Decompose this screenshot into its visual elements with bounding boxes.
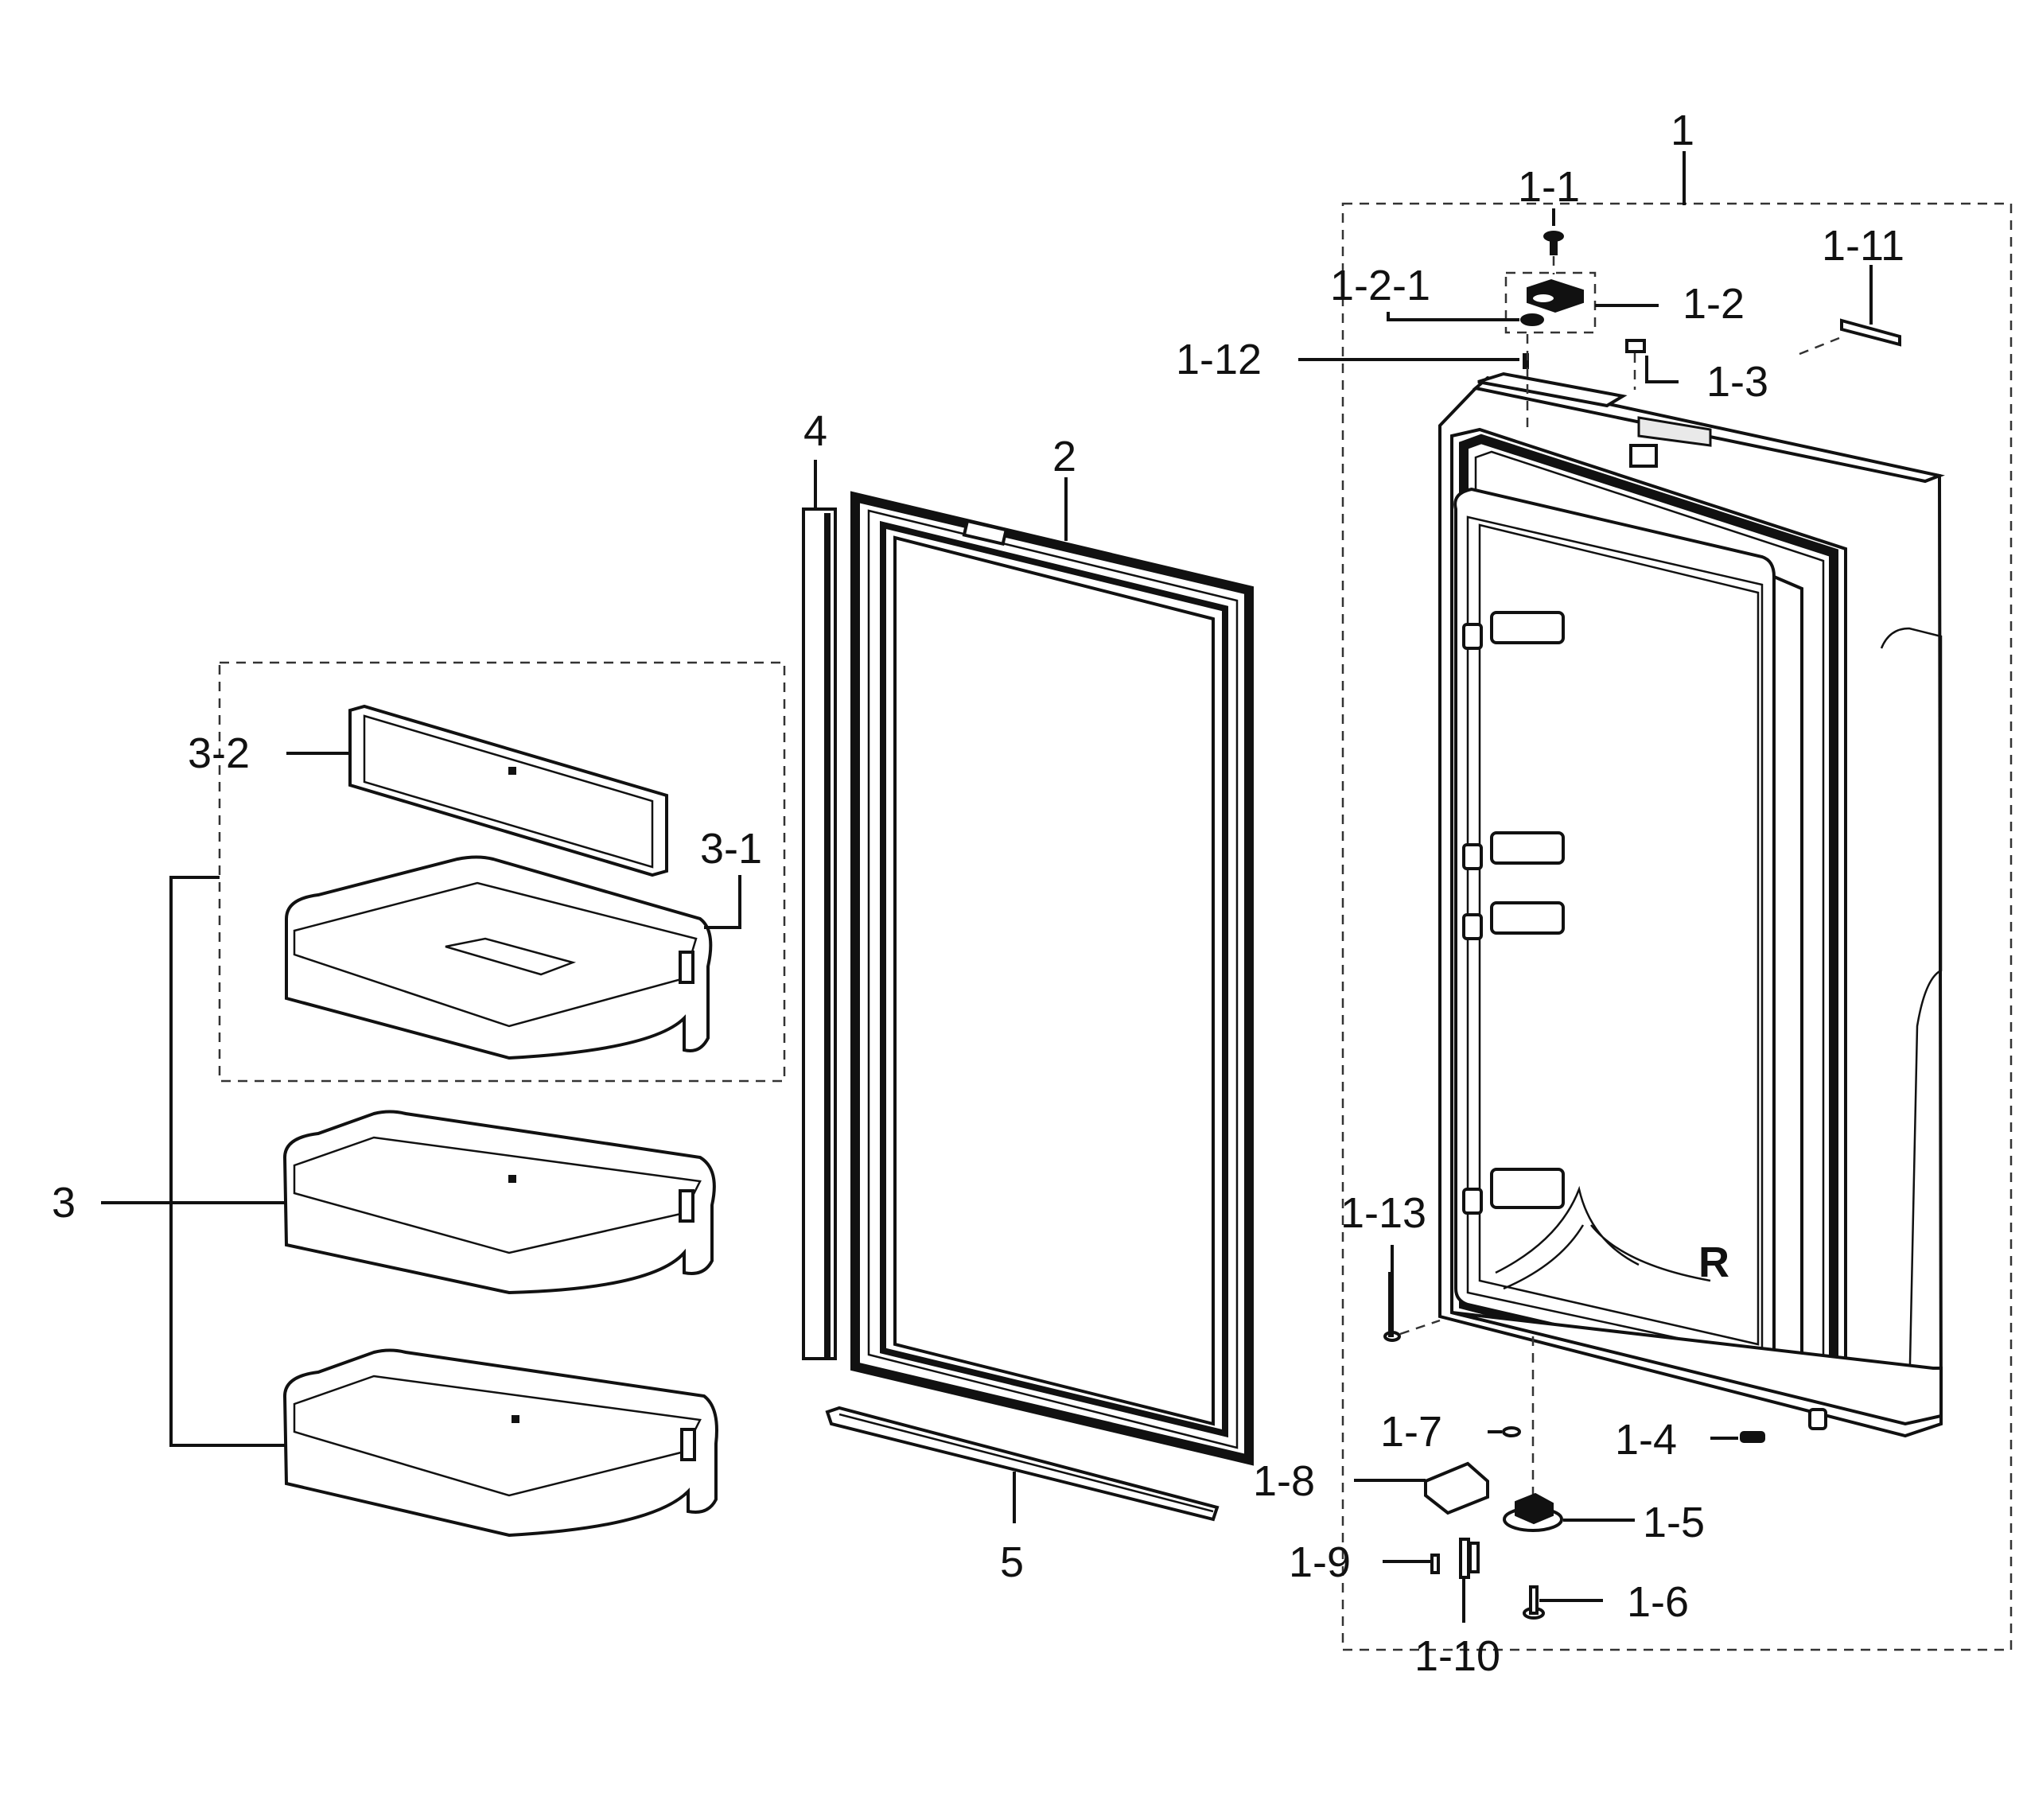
assembly-3-group-box (218, 661, 786, 1083)
part-1-4-cap (1740, 1431, 1765, 1443)
label-3-1: 3-1 (700, 825, 762, 873)
bin-1 (285, 855, 713, 1060)
gasket-part-2 (850, 491, 1254, 1466)
part-1-2-1-washer (1520, 313, 1544, 326)
label-1-11: 1-11 (1822, 222, 1904, 270)
door-bottom-crease (1495, 1185, 1711, 1290)
label-1-12: 1-12 (1176, 336, 1262, 383)
part-1-2-hinge-cap (1527, 278, 1584, 313)
label-1-4: 1-4 (1615, 1416, 1677, 1464)
label-4: 4 (803, 407, 827, 455)
part-1-3-clip (1625, 339, 1646, 353)
label-1-2: 1-2 (1683, 280, 1745, 328)
label-1-3: 1-3 (1706, 358, 1768, 406)
part-1-6-screw (1523, 1585, 1545, 1620)
label-1-5: 1-5 (1643, 1499, 1705, 1546)
label-5: 5 (1000, 1538, 1024, 1586)
bottom-strip-part-5 (825, 1406, 1220, 1522)
door-mark-r: R (1698, 1239, 1729, 1286)
door-side-bracket (1880, 627, 1943, 1401)
bin-3 (282, 1348, 718, 1538)
label-3-2: 3-2 (188, 729, 250, 777)
shelf-clips (1462, 611, 1565, 1215)
label-1-1: 1-1 (1518, 163, 1580, 211)
label-1-8: 1-8 (1253, 1457, 1315, 1505)
part-1-7-washer (1502, 1426, 1521, 1437)
assembly-1-group-box (1341, 202, 2013, 1651)
label-1-2-1: 1-2-1 (1330, 262, 1430, 309)
label-1-9: 1-9 (1289, 1538, 1351, 1586)
door-inner-panel (1478, 523, 1760, 1346)
door-top-block (1477, 371, 1628, 408)
door-top-notch (1629, 444, 1658, 468)
part-1-13-screw (1383, 1272, 1401, 1342)
door-bottom-lip (1451, 1311, 1943, 1426)
label-1: 1 (1671, 107, 1694, 154)
label-1-7: 1-7 (1380, 1408, 1442, 1456)
leader-lines (101, 151, 1873, 1623)
part-1-8-plate (1424, 1461, 1489, 1515)
part-1-5-hinge (1503, 1492, 1563, 1532)
label-1-10: 1-10 (1414, 1632, 1500, 1680)
part-1-11-bracket (1840, 318, 1901, 347)
door-bottom-hinge-pin (1808, 1408, 1827, 1430)
vertical-strip-part-4 (802, 508, 837, 1360)
label-1-6: 1-6 (1627, 1578, 1689, 1626)
label-3: 3 (52, 1179, 76, 1227)
bin-divider-part-3-2 (348, 704, 668, 877)
part-1-1-screw (1543, 231, 1564, 255)
part-1-12-pin (1523, 353, 1529, 369)
part-1-9-screw (1430, 1554, 1440, 1574)
part-1-10-screws (1459, 1538, 1480, 1579)
label-2: 2 (1052, 433, 1076, 480)
door-top-panel (1637, 416, 1712, 447)
door-liner-trim (1772, 574, 1803, 1383)
bin-2 (282, 1110, 716, 1295)
door-assembly: R (1438, 371, 1945, 1438)
label-1-13: 1-13 (1340, 1189, 1426, 1237)
part-labels: 1 1-1 1-11 1-2-1 1-2 1-12 1-3 4 2 3-2 3-… (52, 107, 1904, 1680)
